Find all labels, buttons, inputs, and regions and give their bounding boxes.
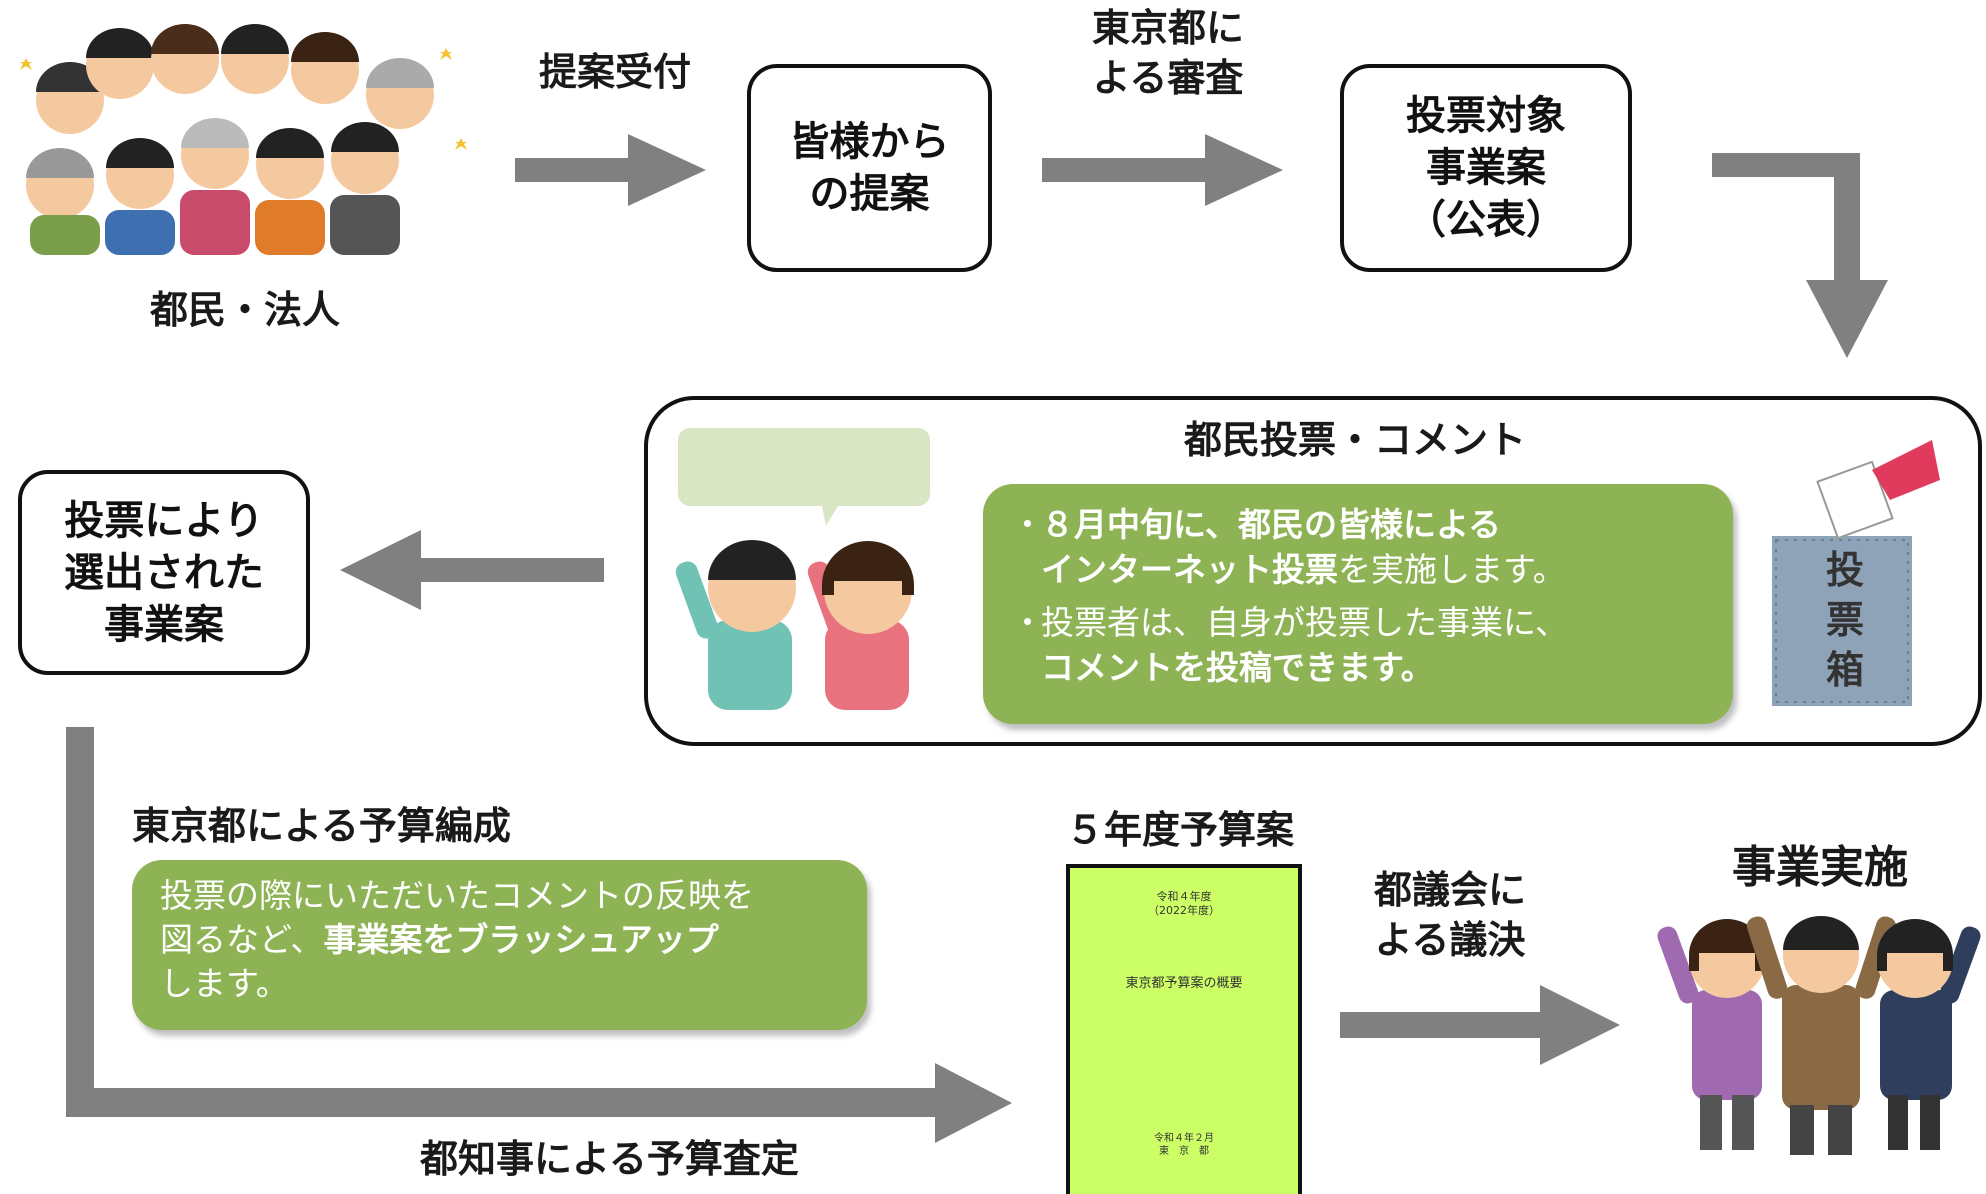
budget-line2-bold: 事業案をブラッシュアップ	[323, 920, 719, 959]
budget-line1: 投票の際にいただいたコメントの反映を	[160, 876, 754, 915]
doc-era-line1: 令和４年度	[1156, 890, 1212, 903]
voting-kids-icon	[675, 540, 914, 710]
proposals-line2: の提案	[809, 171, 930, 217]
review-label-line1: 東京都に	[1091, 6, 1244, 50]
arrow-to-selected	[340, 530, 604, 610]
assembly-label-line2: よる議決	[1374, 918, 1526, 962]
ballot-char-3: 箱	[1825, 648, 1864, 692]
vote-details-box: ・８月中旬に、都民の皆様による インターネット投票を実施します。 ・投票者は、自…	[983, 484, 1733, 724]
doc-date: 令和４年２月	[1154, 1133, 1214, 1144]
budget-line2: 図るなど、事業案をブラッシュアップ	[160, 918, 843, 962]
candidates-box: 投票対象 事業案 （公表）	[1340, 64, 1632, 272]
bullet-2-bold: コメントを投稿できます。	[1041, 648, 1434, 687]
candidates-line2: 事業案	[1426, 145, 1546, 191]
ballot-box-icon	[1772, 440, 1940, 706]
budget-document: 令和４年度 （2022年度） 東京都予算案の概要 令和４年２月 東 京 都	[1066, 864, 1302, 1194]
proposals-box: 皆様から の提案	[747, 64, 992, 272]
budget-details-box: 投票の際にいただいたコメントの反映を 図るなど、事業案をブラッシュアップ します…	[132, 860, 867, 1030]
bullet-2-line1: 投票者は、自身が投票した事業に、	[1041, 603, 1569, 642]
budget-doc-heading: ５年度予算案	[1065, 808, 1294, 852]
vote-bullet-2-cont: コメントを投稿できます。	[1011, 645, 1713, 690]
governor-assessment-label: 都知事による予算査定	[420, 1137, 799, 1181]
citizens-label: 都民・法人	[149, 288, 340, 332]
crowd-icon	[20, 24, 467, 255]
ballot-char-1: 投	[1825, 548, 1864, 592]
budget-line3: します。	[160, 964, 289, 1003]
bullet-1-line1: ８月中旬に、都民の皆様による	[1041, 505, 1502, 544]
candidates-line3: （公表）	[1406, 197, 1566, 243]
arrow-review	[1042, 134, 1283, 206]
selected-line3: 事業案	[104, 601, 224, 648]
review-label-line2: よる審査	[1092, 56, 1244, 100]
selected-line2: 選出された	[64, 549, 264, 596]
vote-panel-title: 都民投票・コメント	[1183, 418, 1526, 462]
ballot-char-2: 票	[1825, 598, 1864, 642]
vote-bullet-1-cont: インターネット投票を実施します。	[1011, 547, 1713, 592]
arrow-proposal	[515, 134, 706, 206]
doc-era-line2: （2022年度）	[1148, 904, 1220, 917]
proposal-received-label: 提案受付	[538, 50, 691, 94]
vote-bullet-2: ・投票者は、自身が投票した事業に、	[1011, 600, 1713, 645]
implementation-label: 事業実施	[1732, 842, 1908, 893]
selected-box: 投票により 選出された 事業案	[18, 470, 310, 675]
arrow-to-implementation	[1340, 985, 1620, 1065]
bullet-1-rest: を実施します。	[1338, 550, 1566, 589]
bullet-1-bold: インターネット投票	[1041, 550, 1338, 589]
budget-compile-label: 東京都による予算編成	[132, 804, 511, 848]
ballot-box-label: 投 票 箱	[1820, 545, 1870, 695]
candidates-line1: 投票対象	[1406, 93, 1566, 139]
celebrating-people-icon	[1657, 916, 1981, 1155]
arrow-to-vote	[1712, 153, 1888, 358]
vote-bullet-1: ・８月中旬に、都民の皆様による	[1011, 502, 1713, 547]
proposals-line1: 皆様から	[789, 119, 950, 165]
arrow-to-budget	[66, 727, 1012, 1143]
doc-issuer: 東 京 都	[1159, 1146, 1209, 1157]
assembly-label-line1: 都議会に	[1373, 868, 1526, 912]
selected-line1: 投票により	[64, 497, 264, 544]
speech-bubble	[678, 428, 930, 526]
bullet-1-marker: ・	[1011, 505, 1044, 544]
doc-title: 東京都予算案の概要	[1125, 976, 1243, 991]
budget-line2-plain: 図るなど、	[160, 920, 324, 959]
bullet-2-marker: ・	[1011, 603, 1044, 642]
